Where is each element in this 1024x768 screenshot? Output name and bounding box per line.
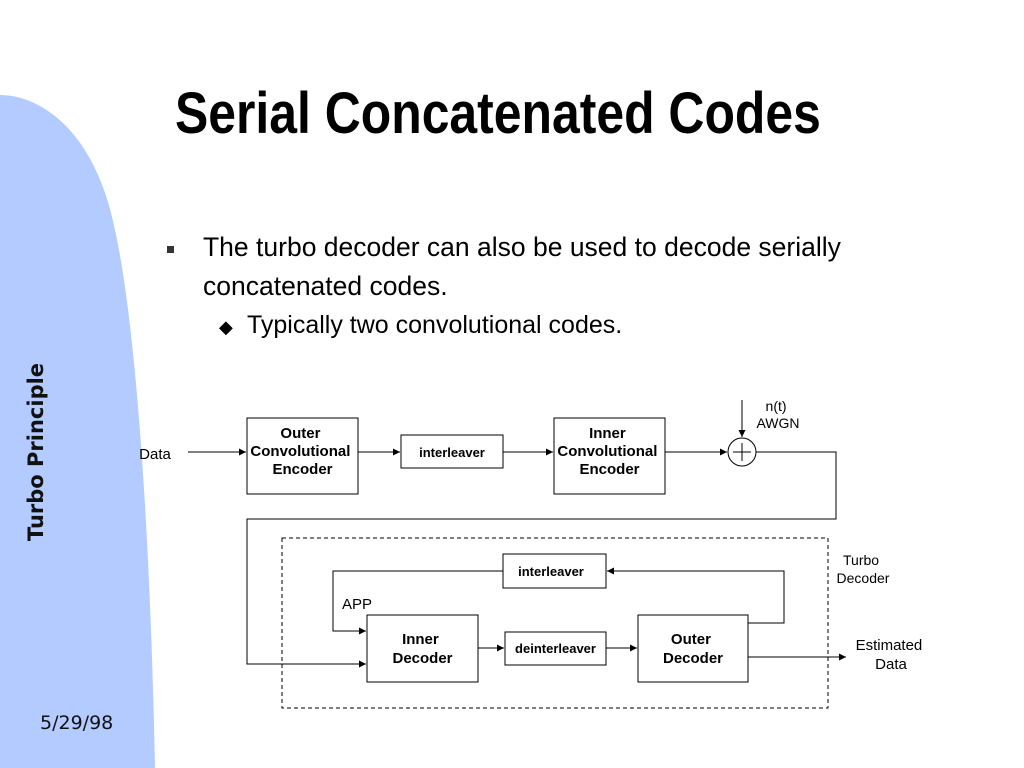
turbo-decoder-region (281, 537, 829, 709)
deinterleaver-label: deinterleaver (515, 641, 596, 656)
noise-label: n(t) AWGN (756, 398, 799, 431)
diamond-bullet-icon: ◆ (219, 317, 233, 337)
channel-connector (246, 451, 837, 668)
outer-decoder-label: Outer Decoder (663, 631, 723, 667)
interleaver-feedback-label: interleaver (518, 564, 584, 579)
inner-decoder-box (366, 614, 479, 683)
estimated-data-label: Estimated Data (856, 637, 927, 673)
deinterleaver-box (504, 631, 607, 666)
inner-decoder-label: Inner Decoder (392, 631, 452, 667)
feedback-path-to-interleaver (607, 567, 785, 624)
interleaver-tx-label: interleaver (419, 445, 485, 460)
footer-date: 5/29/98 (40, 712, 114, 734)
bullet-main-text: The turbo decoder can also be used to de… (203, 232, 841, 301)
outer-encoder-box (246, 417, 359, 495)
outer-encoder-label: Outer Convolutional Encoder (250, 425, 354, 478)
data-input-label: Data (139, 446, 171, 463)
app-label: APP (342, 596, 372, 613)
inner-encoder-box (553, 417, 666, 495)
interleaver-feedback-box (502, 553, 607, 589)
bullet-sub-text: Typically two convolutional codes. (247, 311, 623, 339)
inner-encoder-label: Inner Convolutional Encoder (557, 425, 661, 478)
interleaver-to-inner-decoder-path (332, 570, 503, 635)
slide-title: Serial Concatenated Codes (175, 81, 821, 146)
outer-decoder-box (637, 614, 749, 683)
turbo-decoder-label: Turbo Decoder (837, 552, 890, 586)
sidebar-shape (0, 95, 155, 768)
square-bullet-icon (167, 246, 174, 253)
